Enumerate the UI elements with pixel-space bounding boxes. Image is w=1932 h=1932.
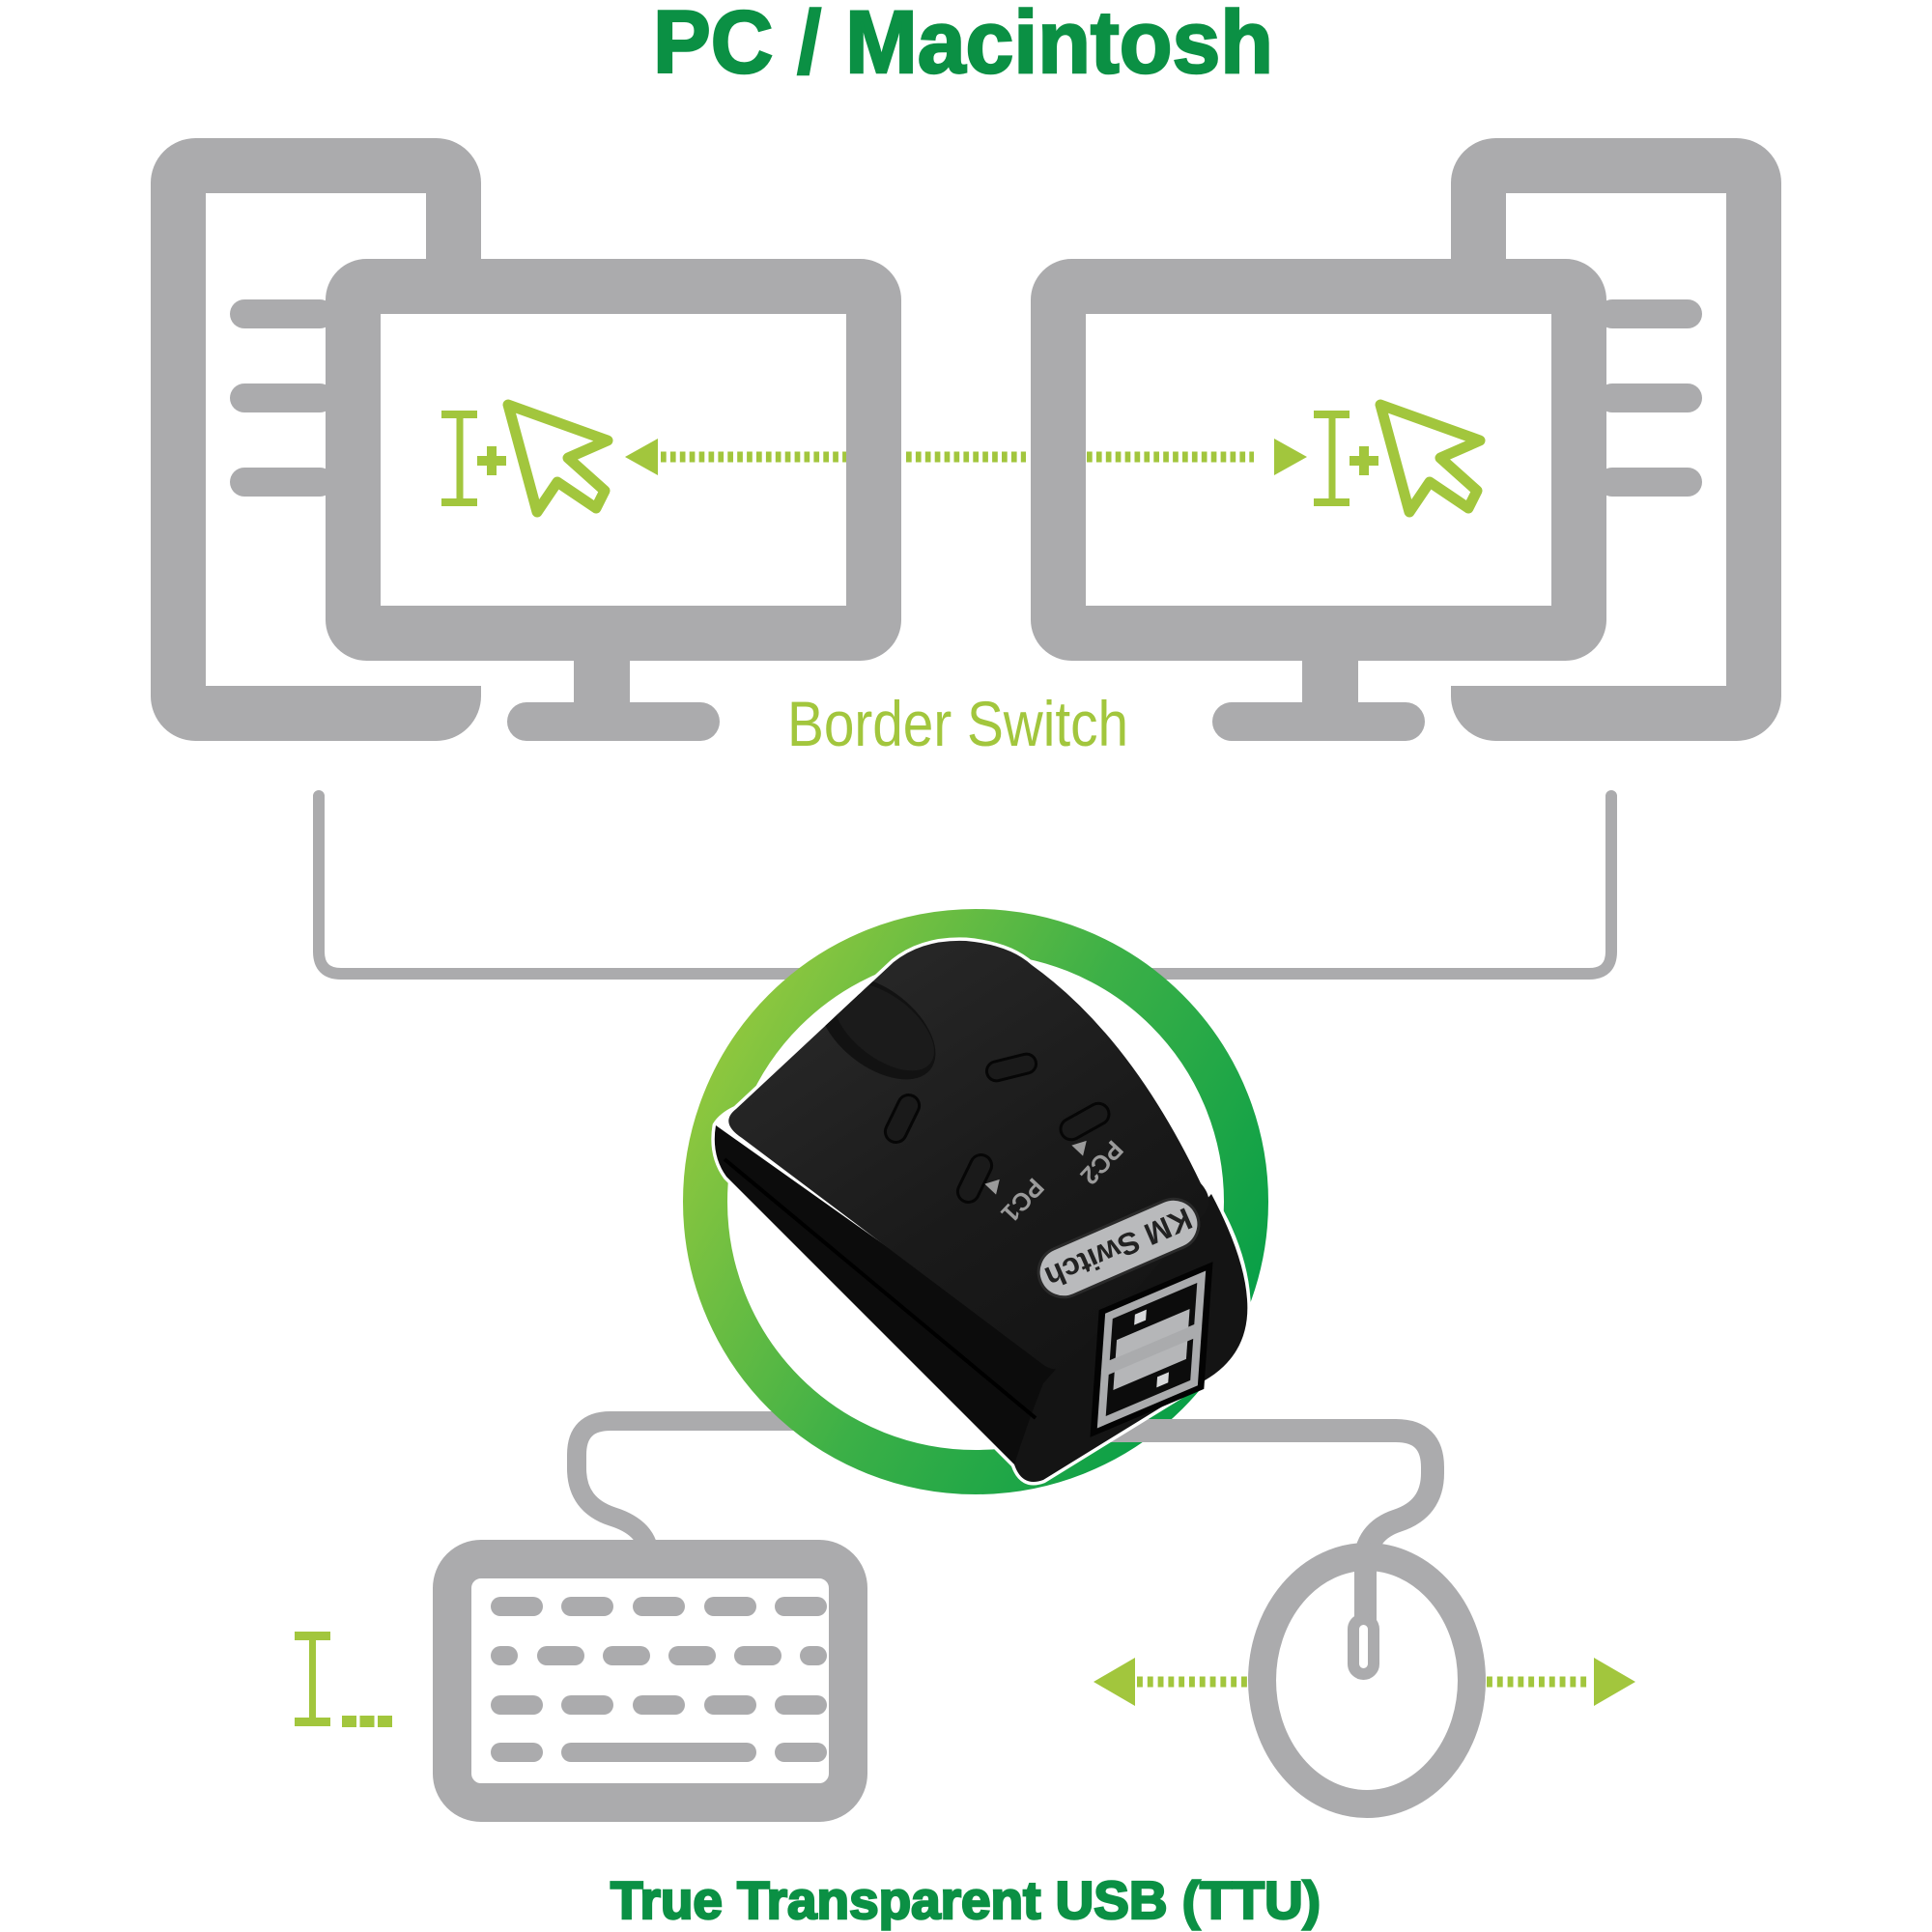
svg-text:PC / Macintosh: PC / Macintosh [653,0,1273,92]
svg-text:Border Switch: Border Switch [787,688,1128,759]
svg-text:True Transparent USB (TTU): True Transparent USB (TTU) [611,1870,1321,1930]
